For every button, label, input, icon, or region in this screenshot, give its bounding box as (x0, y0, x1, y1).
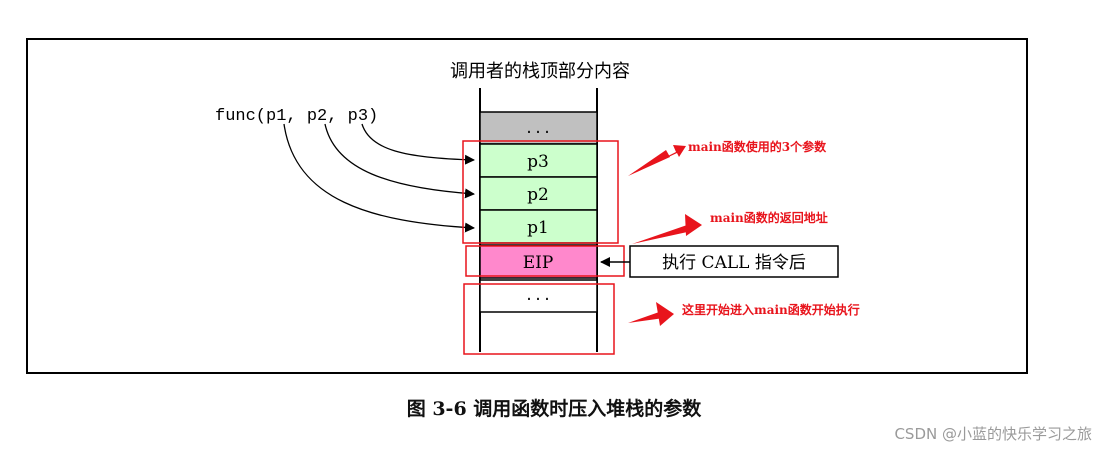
eip-highlight-box (465, 245, 625, 277)
arrow-p3 (361, 123, 475, 165)
svg-text:...: ... (524, 288, 551, 305)
red-arrow-entry (628, 302, 674, 326)
annotation-return-address: main函数的返回地址 (710, 210, 828, 225)
function-call-label: func(p1, p2, p3) (215, 107, 378, 126)
annotation-params: main函数使用的3个参数 (688, 139, 827, 154)
annotation-entry: 这里开始进入main函数开始执行 (682, 302, 860, 317)
params-highlight-box (462, 140, 619, 244)
red-arrow-params (628, 145, 686, 176)
stack-cell-p2: p2 (479, 176, 598, 211)
call-instruction-box (629, 245, 839, 278)
svg-text:p2: p2 (527, 185, 549, 205)
stack-cell-p3: p3 (479, 143, 598, 178)
diagram-frame (26, 38, 1028, 374)
stack-header: 调用者的栈顶部分内容 (450, 61, 630, 82)
svg-text:...: ... (524, 121, 551, 138)
stack-cell-p1: p1 (479, 209, 598, 244)
stack-cell-ellipsis-bottom: ... (479, 279, 598, 313)
entry-highlight-box (463, 283, 615, 355)
svg-text:p3: p3 (527, 152, 549, 172)
red-arrow-return (632, 214, 702, 244)
call-instruction-label: 执行 CALL 指令后 (662, 253, 806, 273)
arrow-p2 (324, 123, 475, 199)
svg-text:EIP: EIP (523, 253, 554, 273)
figure-caption: 图 3-6 调用函数时压入堆栈的参数 (406, 398, 702, 420)
arrow-p1 (283, 123, 475, 233)
watermark: CSDN @小蓝的快乐学习之旅 (894, 425, 1092, 443)
svg-text:p1: p1 (527, 218, 549, 238)
stack-cell-ellipsis-top: ... (479, 111, 598, 145)
stack-cell-eip: EIP (479, 244, 598, 279)
